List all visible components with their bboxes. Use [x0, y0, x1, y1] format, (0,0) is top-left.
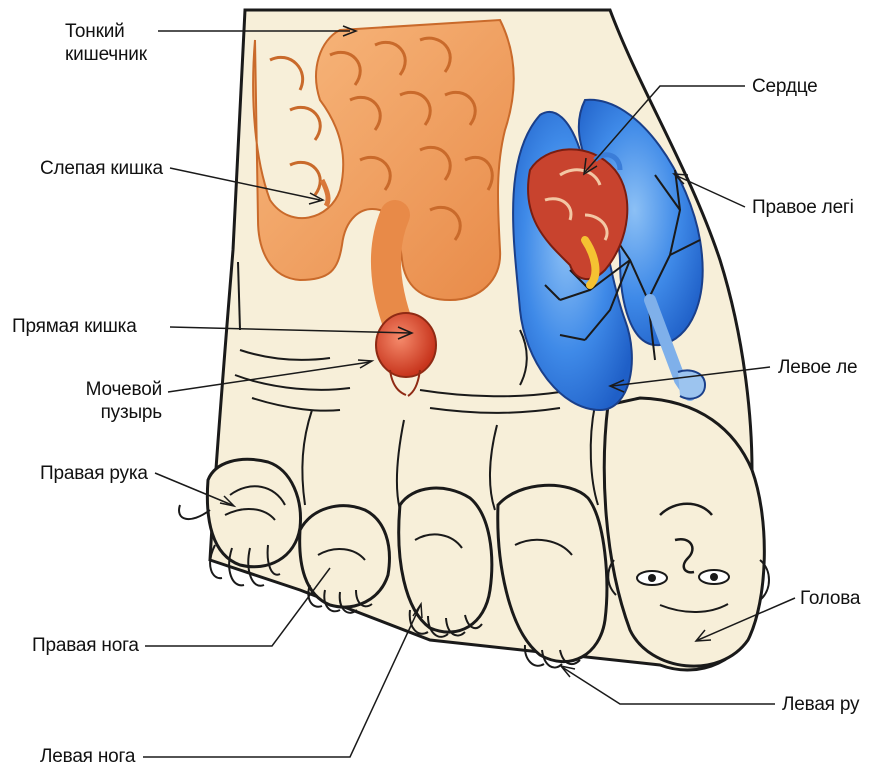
label-left-hand: Левая ру — [782, 693, 859, 716]
label-heart: Сердце — [752, 75, 818, 98]
label-right-leg: Правая нога — [32, 634, 139, 657]
label-head: Голова — [800, 587, 860, 610]
right-edge-crop — [861, 0, 875, 779]
label-right-hand: Правая рука — [40, 462, 148, 485]
label-small-intestine: Тонкий кишечник — [65, 20, 147, 66]
leader-left-hand — [562, 667, 775, 704]
label-left-leg: Левая нога — [40, 745, 135, 768]
label-right-lung: Правое легі — [752, 196, 854, 219]
label-bladder: Мочевой пузырь — [60, 378, 162, 424]
rectum — [386, 215, 400, 330]
label-cecum: Слепая кишка — [40, 157, 163, 180]
leader-left-leg — [143, 606, 420, 757]
toe-5 — [207, 459, 300, 566]
label-left-lung: Левое ле — [778, 356, 857, 379]
bladder — [376, 313, 436, 377]
label-rectum: Прямая кишка — [12, 315, 137, 338]
